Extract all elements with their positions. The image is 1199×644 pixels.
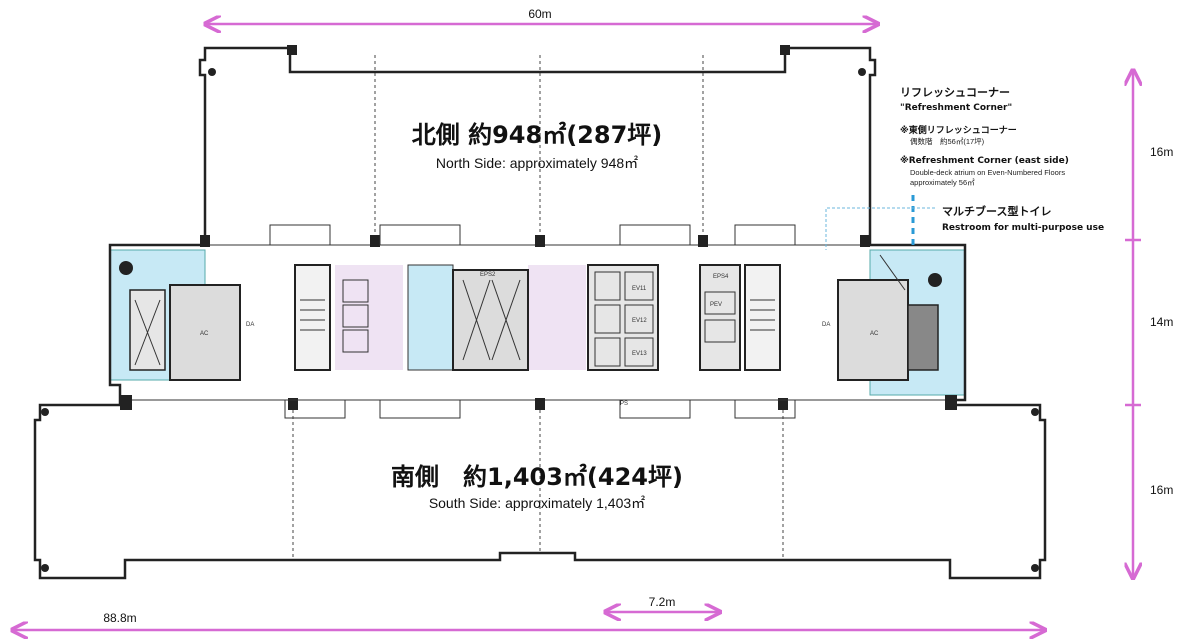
note-restroom-en: Restroom for multi-purpose use xyxy=(942,223,1104,233)
lift-lobby-atrium xyxy=(407,264,454,371)
north-area-subtitle: North Side: approximately 948㎡ xyxy=(436,155,638,171)
room-label-da: DA xyxy=(822,322,830,328)
elevator-bank xyxy=(587,264,659,371)
note-east-en: ※Refreshment Corner (east side) xyxy=(900,155,1069,166)
colored-areas xyxy=(109,249,966,396)
note-east-jp-detail: 偶数階 約56㎡(17坪) xyxy=(910,136,985,146)
south-area-subtitle: South Side: approximately 1,403㎡ xyxy=(429,495,645,511)
dimension-right-south: 16m xyxy=(1150,483,1173,497)
room-label-ev11: EV11 xyxy=(632,286,647,292)
south-area-title: 南側 約1,403㎡(424坪) xyxy=(391,463,683,491)
room-labels: AC AC EPS2 EPS4 EV11 EV12 EV13 PEV DA DA… xyxy=(200,272,879,407)
dimension-right-core: 14m xyxy=(1150,315,1173,329)
room-label-ac: AC xyxy=(200,331,209,337)
ac-room-west xyxy=(169,284,241,381)
note-refresh-jp: リフレッシュコーナー xyxy=(900,86,1010,99)
note-east-jp: ※東側リフレッシュコーナー xyxy=(900,124,1017,136)
room-label-ev13: EV13 xyxy=(632,351,647,357)
annotation-notes: リフレッシュコーナー "Refreshment Corner" ※東側リフレッシ… xyxy=(825,86,1104,250)
restroom-west xyxy=(335,265,403,370)
building-outline xyxy=(33,45,1047,580)
stair-east xyxy=(744,264,781,371)
note-east-en-detail2: approximately 56㎡ xyxy=(910,178,975,187)
room-label-da: DA xyxy=(246,322,254,328)
room-label-eps2: EPS2 xyxy=(480,272,496,278)
note-refresh-en: "Refreshment Corner" xyxy=(900,103,1012,113)
pev-bank xyxy=(699,264,741,371)
ac-room-east xyxy=(837,279,909,381)
dimension-notch-label: 7.2m xyxy=(649,595,676,609)
stair-west xyxy=(294,264,331,371)
dimension-lines: 60m 88.8m 7.2m 16m 14m 16m xyxy=(12,7,1173,630)
note-restroom-jp: マルチブース型トイレ xyxy=(942,204,1051,218)
note-east-en-detail1: Double-deck atrium on Even-Numbered Floo… xyxy=(910,168,1065,177)
room-label-ev12: EV12 xyxy=(632,318,647,324)
dimension-right-north: 16m xyxy=(1150,145,1173,159)
room-label-ps: PS xyxy=(620,401,628,407)
room-label-pev: PEV xyxy=(710,302,722,308)
dimension-bottom-label: 88.8m xyxy=(103,611,136,625)
shaft-east xyxy=(907,304,939,371)
dimension-top-label: 60m xyxy=(528,7,551,21)
restroom-dashed-leader xyxy=(825,207,935,250)
north-area-title: 北側 約948㎡(287坪) xyxy=(412,121,663,149)
restroom-center xyxy=(528,265,586,370)
room-label-eps4: EPS4 xyxy=(713,274,729,280)
room-label-ac: AC xyxy=(870,331,879,337)
